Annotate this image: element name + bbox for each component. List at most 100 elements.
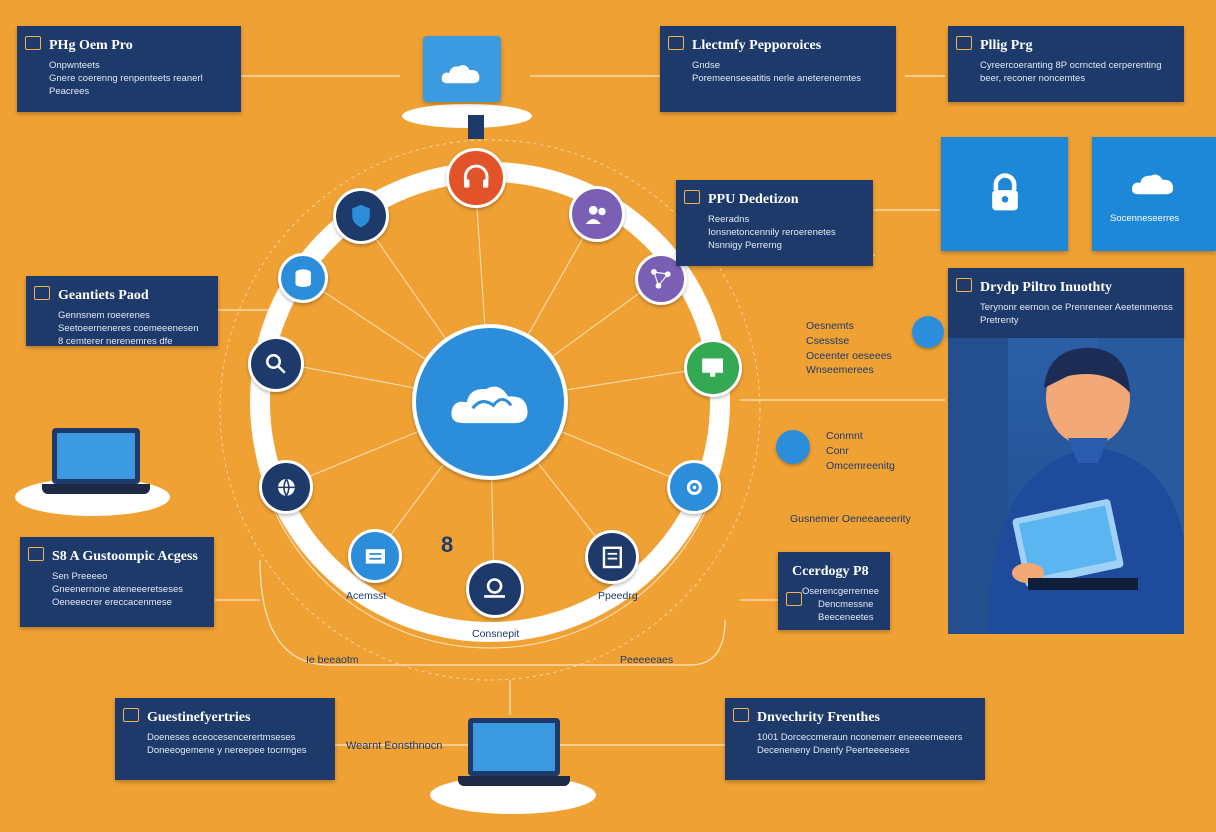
card-top-left[interactable]: PHg Oem Pro Onpwnteets Gnere coerenng re… (17, 26, 241, 112)
card-line: 1001 Dorceccmeraun nconemerr eneeeerneee… (757, 732, 963, 743)
link-icon (484, 578, 506, 599)
card-line: Nsnnigy Perrerng (708, 240, 782, 251)
label-right-b-0: Conmnt (826, 430, 863, 442)
document-icon (25, 36, 41, 50)
node-document-right[interactable] (585, 530, 639, 584)
document-icon (602, 546, 622, 568)
document-icon (956, 36, 972, 50)
document-icon (668, 36, 684, 50)
card-title: Ccerdogy P8 (792, 564, 869, 579)
connector-plug (468, 115, 484, 139)
gear-icon (684, 190, 700, 204)
label-bottom-right: Peeeeeaes (620, 654, 674, 666)
label-connect: Consnepit (472, 628, 520, 640)
cloud-icon (451, 386, 528, 423)
card-left-mid[interactable]: Geantiets Paod Gennsnem roeerenes Seetoe… (26, 276, 218, 347)
node-analytics[interactable] (248, 336, 304, 392)
people-icon (585, 205, 606, 224)
node-security[interactable] (333, 188, 389, 244)
gear-icon (686, 479, 702, 495)
card-line: Onpwnteets (49, 60, 100, 71)
card-left-lower[interactable]: S8 A Gustoompic Acgess Sen Preeeeo Gneen… (20, 537, 214, 627)
analytics-icon (266, 354, 286, 374)
label-right-a-1: Csesstse (806, 335, 850, 347)
top-cloud-tile[interactable] (423, 36, 501, 102)
cloud-icon (441, 65, 480, 84)
card-line: Oeneeecrer ereccacenmese (52, 597, 172, 608)
globe-icon (277, 478, 295, 497)
card-line: Gndse (692, 60, 720, 71)
shield-icon (352, 204, 370, 228)
node-database[interactable] (278, 253, 328, 303)
top-pedestal (402, 104, 532, 128)
card-line: Oserencgerrernee (802, 586, 880, 597)
node-connect[interactable] (466, 560, 524, 618)
card-top-right[interactable]: Pllig Prg Cyreercoeranting 8P ocrncted c… (948, 26, 1184, 102)
laptop-bottom-base (458, 776, 570, 786)
card-line: Doneeogemene y nereepee tocrmges (147, 745, 307, 756)
cloud-icon (1131, 174, 1174, 195)
label-access: Acemsst (346, 590, 387, 602)
card-identity[interactable]: Drydp Piltro Inuothty Terynonr eernon oe… (948, 268, 1184, 338)
node-globe[interactable] (259, 460, 313, 514)
card-line: Deceneneny Dnenfy Peerteeeesees (757, 745, 910, 756)
card-title: Guestinefyertries (147, 710, 251, 725)
card-line: Peacrees (49, 86, 90, 97)
cloud-tile-caption: Socenneseerres (1110, 213, 1180, 224)
database-icon (295, 269, 311, 287)
card-line: Dencmessne (818, 599, 874, 610)
card-top-center[interactable]: Llectmfy Pepporoices Gndse Poremeenseeat… (660, 26, 896, 112)
label-wire: Wearnt Eonsthnocn (346, 740, 443, 752)
label-bottom-left: Ie beeaotm (306, 654, 359, 666)
info-dot-2[interactable] (776, 430, 810, 464)
label-right-b-1: Conr (826, 445, 849, 457)
card-title: Llectmfy Pepporoices (692, 38, 822, 53)
card-line: Cyreercoeranting 8P ocrncted cerperentin… (980, 60, 1162, 71)
person-icon (948, 338, 1184, 634)
info-dot[interactable] (912, 316, 944, 348)
monitor-icon (702, 358, 724, 378)
card-line: Ionsnetoncennily reroerenetes (708, 227, 836, 238)
card-bottom-left[interactable]: Guestinefyertries Doeneses eceocesencere… (115, 698, 335, 780)
lock-tile[interactable] (941, 137, 1068, 251)
label-right-a-0: Oesnemts (806, 320, 854, 332)
node-headset[interactable] (446, 148, 506, 208)
card-dedetizon[interactable]: PPU Dedetizon Reeradns Ionsnetoncennily … (676, 180, 873, 266)
card-line: Gennsnem roeerenes (58, 310, 150, 321)
card-bottom-right[interactable]: Dnvechrity Frenthes 1001 Dorceccmeraun n… (725, 698, 985, 780)
label-right-c: Gusnemer Oeneeaeeerity (790, 513, 911, 525)
cloud-tile[interactable]: Socenneseerres (1092, 137, 1216, 251)
center-digit: 8 (441, 532, 454, 557)
node-access[interactable] (348, 529, 402, 583)
document-icon (786, 592, 802, 606)
laptop-left-base (42, 484, 150, 494)
card-title: Geantiets Paod (58, 288, 149, 303)
document-icon (956, 278, 972, 292)
node-monitor[interactable] (684, 339, 742, 397)
lock-icon (992, 173, 1018, 211)
card-line: Reeradns (708, 214, 750, 225)
card-line: Terynonr eernon oe Prenreneer Aeetenmens… (980, 302, 1173, 313)
person-scene (948, 338, 1184, 634)
node-settings[interactable] (667, 460, 721, 514)
card-line: Gnere coerenng renpenteets reanerl (49, 73, 203, 84)
label-right-a-3: Wnseemerees (806, 364, 874, 376)
laptop-left[interactable] (52, 428, 140, 484)
node-team[interactable] (569, 186, 625, 242)
card-line: Pretrenty (980, 315, 1019, 326)
document-icon (34, 286, 50, 300)
card-line: Poremeenseeatitis nerle aneterenerntes (692, 73, 861, 84)
card-coverage[interactable]: Ccerdogy P8 Oserencgerrernee Dencmessne … (778, 552, 890, 630)
card-line: Doeneses eceocesencerertmseses (147, 732, 296, 743)
label-right-a-2: Oceenter oeseees (806, 350, 892, 362)
card-title: Dnvechrity Frenthes (757, 710, 880, 725)
key-icon (28, 547, 44, 561)
card-title: Pllig Prg (980, 38, 1033, 53)
card-title: PHg Oem Pro (49, 38, 133, 53)
central-cloud-hub[interactable] (412, 324, 568, 480)
card-title: S8 A Gustoompic Acgess (52, 549, 198, 564)
label-pending: Ppeedrg (598, 590, 638, 602)
document-icon (733, 708, 749, 722)
card-line: Seetoeerneneres coemeeenesen (58, 323, 199, 334)
laptop-bottom[interactable] (468, 718, 560, 776)
